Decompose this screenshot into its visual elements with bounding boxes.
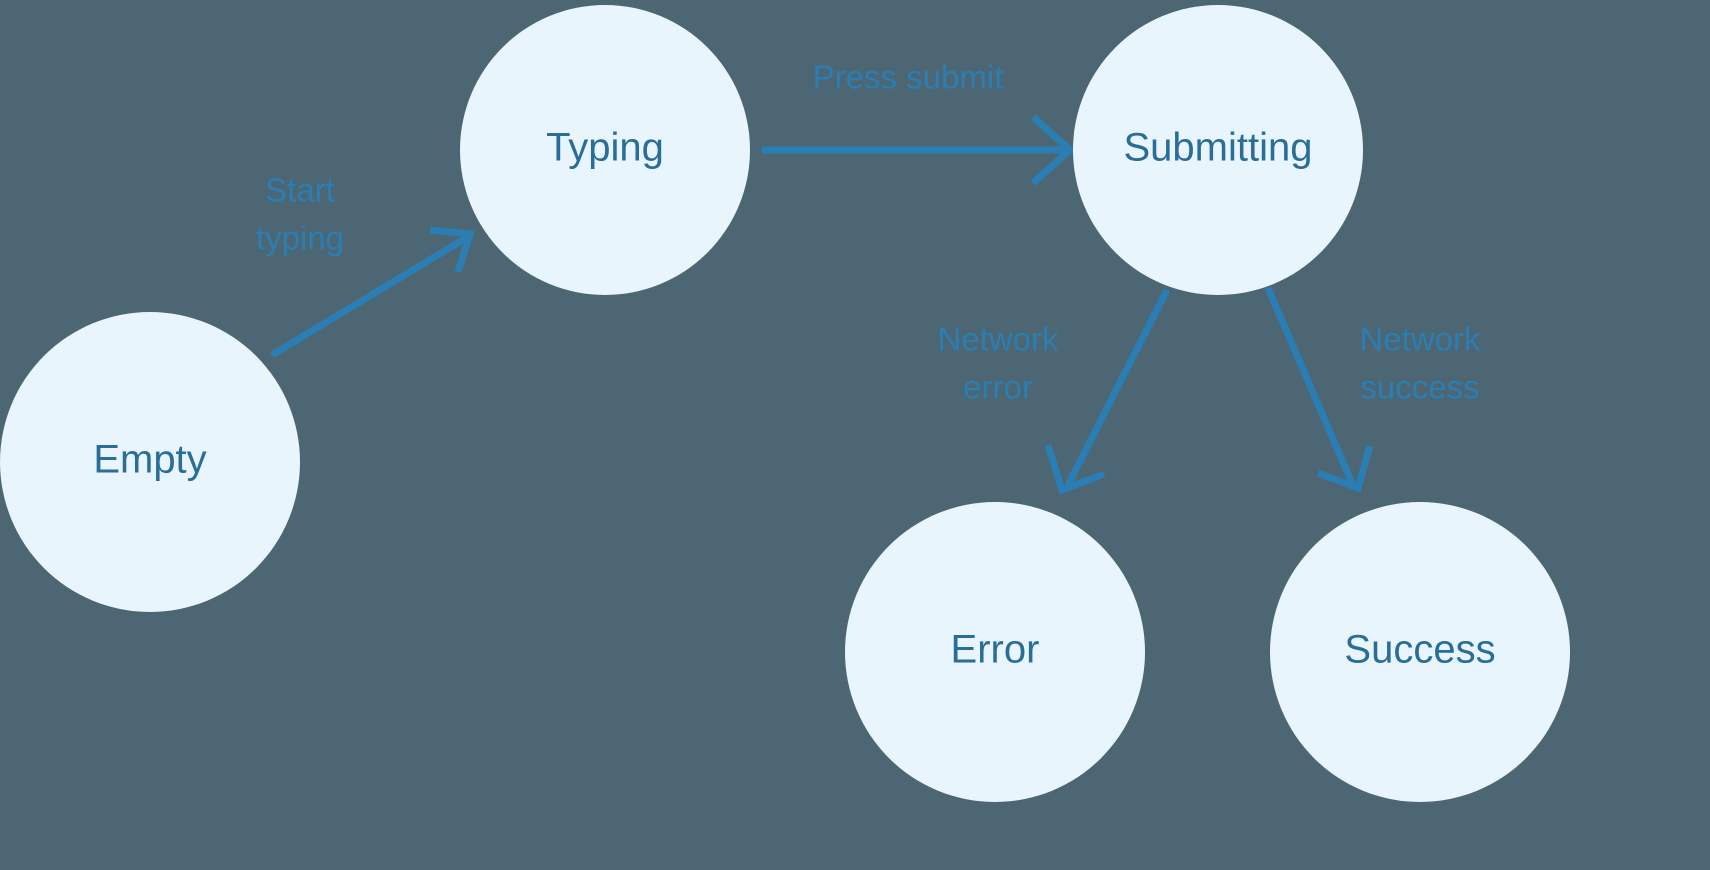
edge-typing-to-submitting-arrowhead (1030, 114, 1076, 186)
node-submitting[interactable]: Submitting (1073, 5, 1363, 295)
edge-submitting-to-success-arrowhead (1316, 445, 1374, 493)
node-empty[interactable]: Empty (0, 312, 300, 612)
edge-submitting-to-success (1264, 286, 1374, 493)
edge-label-network-success: Network success (1359, 321, 1481, 406)
node-error[interactable]: Error (845, 502, 1145, 802)
node-success-label: Success (1344, 628, 1495, 672)
node-empty-label: Empty (93, 438, 206, 482)
node-typing-label: Typing (546, 126, 664, 170)
edge-empty-to-typing (270, 226, 475, 358)
edge-label-network-error-line-1: Network (937, 321, 1059, 358)
edge-label-start-typing-line-2: typing (256, 220, 344, 257)
edge-empty-to-typing-line (270, 235, 468, 358)
edge-label-start-typing: Start typing (256, 172, 344, 257)
node-success-circle[interactable] (1270, 502, 1570, 802)
node-error-label: Error (951, 628, 1040, 672)
node-success[interactable]: Success (1270, 502, 1570, 802)
edge-label-network-error: Network error (937, 321, 1059, 406)
node-empty-circle[interactable] (0, 312, 300, 612)
edge-label-network-error-line-2: error (963, 369, 1033, 406)
edge-empty-to-typing-arrowhead (429, 226, 475, 274)
edge-label-network-success-line-2: success (1360, 369, 1479, 406)
node-submitting-circle[interactable] (1073, 5, 1363, 295)
edge-label-network-success-line-1: Network (1359, 321, 1481, 358)
edge-label-start-typing-line-1: Start (265, 172, 335, 209)
node-typing-circle[interactable] (460, 5, 750, 295)
edge-typing-to-submitting (762, 114, 1076, 186)
node-typing[interactable]: Typing (460, 5, 750, 295)
node-error-circle[interactable] (845, 502, 1145, 802)
edge-submitting-to-success-line (1264, 286, 1356, 485)
edge-label-press-submit-line-1: Press submit (813, 59, 1004, 96)
edge-submitting-to-error-arrowhead (1044, 443, 1106, 495)
edge-submitting-to-error (1044, 288, 1171, 495)
edge-label-press-submit: Press submit (813, 59, 1004, 96)
edge-submitting-to-error-line (1064, 288, 1171, 487)
node-submitting-label: Submitting (1124, 126, 1313, 170)
